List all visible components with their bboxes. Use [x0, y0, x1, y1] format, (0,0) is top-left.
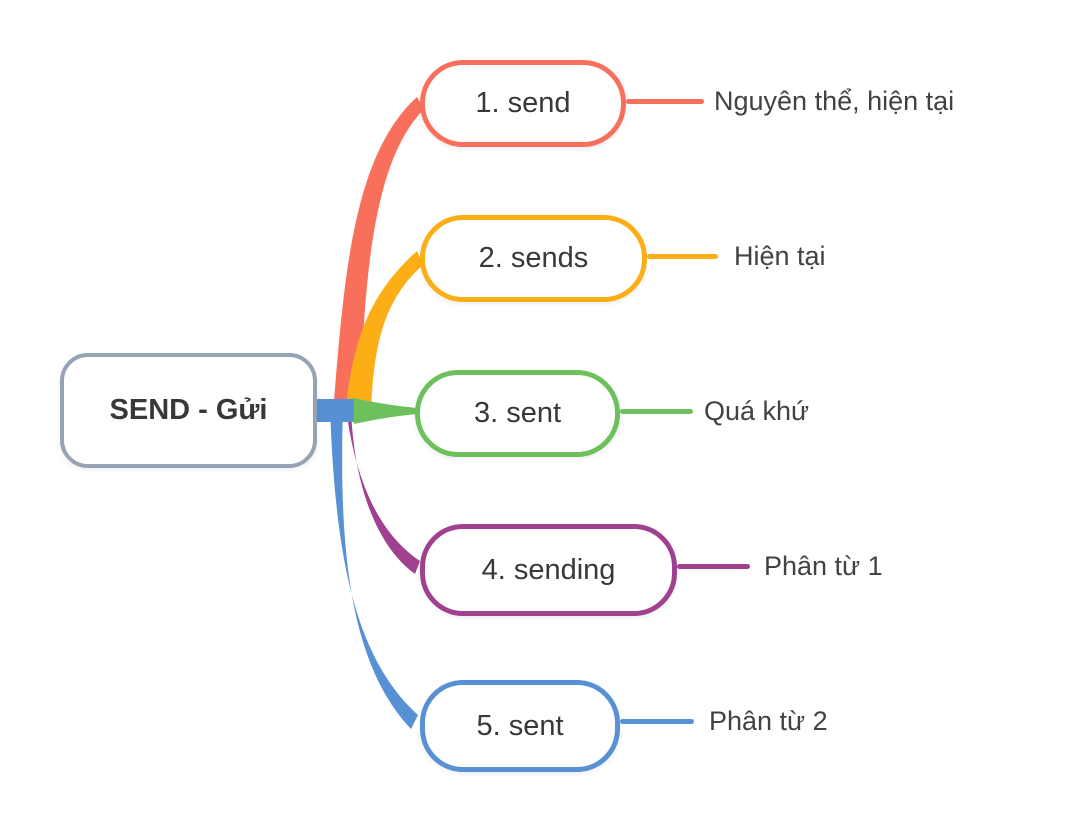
- branch-node-2[interactable]: 2. sends: [420, 215, 647, 302]
- note-connector-4: [677, 564, 750, 569]
- branch-node-3-label: 3. sent: [473, 397, 562, 429]
- branch-node-4-label: 4. sending: [481, 553, 616, 586]
- branch-curve-5: [330, 406, 418, 729]
- branch-node-2-label: 2. sends: [478, 242, 589, 274]
- branch-node-1[interactable]: 1. send: [420, 60, 626, 147]
- note-connector-3: [620, 409, 693, 414]
- branch-note-1[interactable]: Nguyên thể, hiện tại: [714, 85, 955, 116]
- branch-note-5[interactable]: Phân từ 2: [709, 705, 828, 736]
- branch-node-5[interactable]: 5. sent: [420, 680, 620, 772]
- branch-node-4[interactable]: 4. sending: [420, 524, 677, 616]
- branch-curve-2: [345, 251, 423, 414]
- branch-node-3[interactable]: 3. sent: [415, 370, 620, 457]
- branch-curve-1: [333, 97, 424, 412]
- note-connector-2: [647, 254, 718, 259]
- root-node-label: SEND - Gửi: [109, 394, 268, 426]
- root-connector-bar: [316, 399, 356, 422]
- branch-curve-3: [354, 398, 416, 424]
- note-connector-1: [626, 99, 704, 104]
- branch-note-2[interactable]: Hiện tại: [734, 240, 826, 271]
- root-node[interactable]: SEND - Gửi: [60, 353, 317, 468]
- branch-note-4[interactable]: Phân từ 1: [764, 550, 883, 581]
- note-connector-5: [620, 719, 694, 724]
- branch-node-1-label: 1. send: [475, 87, 571, 119]
- branch-note-3[interactable]: Quá khứ: [704, 395, 810, 426]
- branch-curve-4: [346, 408, 420, 574]
- branch-node-5-label: 5. sent: [476, 709, 564, 742]
